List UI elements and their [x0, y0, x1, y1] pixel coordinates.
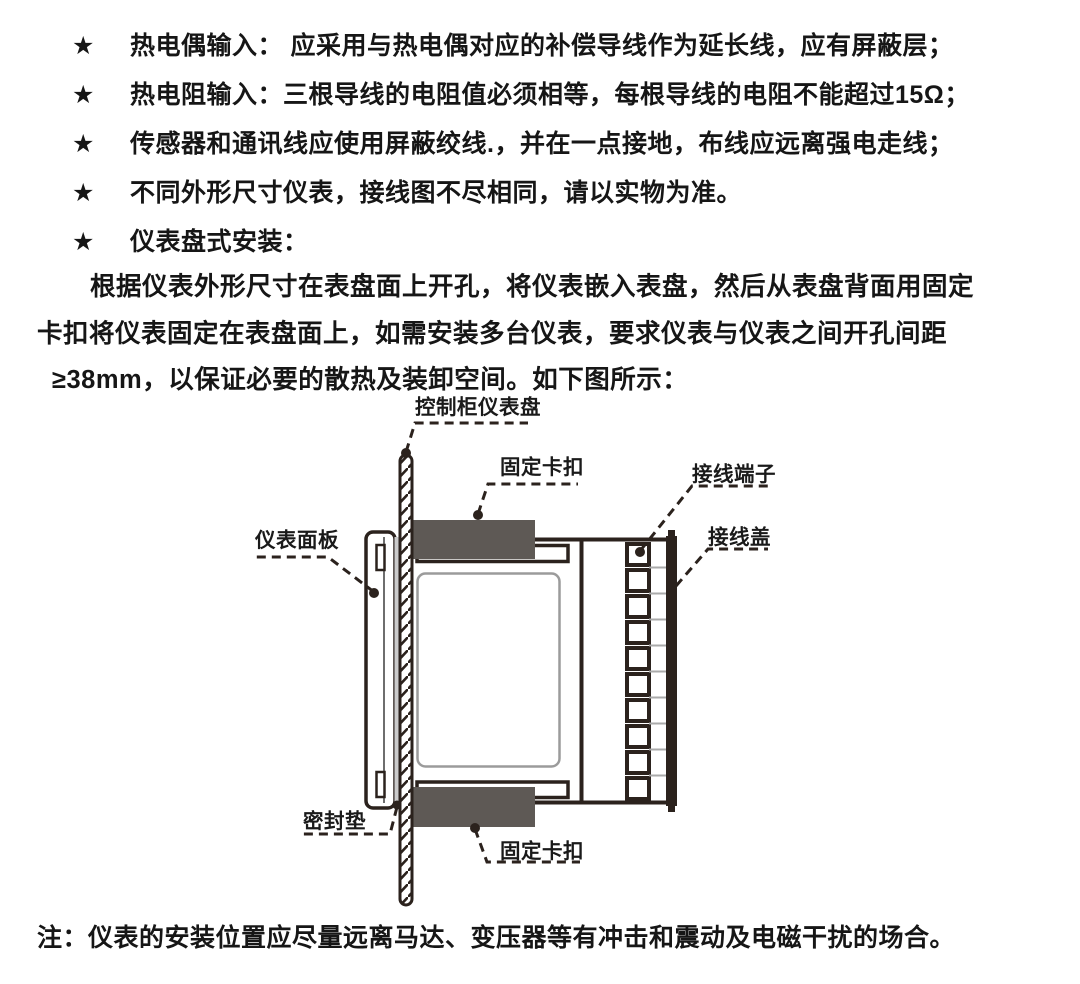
- paragraph-line: ≥38mm，以保证必要的散热及装卸空间。如下图所示：: [52, 366, 689, 394]
- list-item: ★ 不同外形尺寸仪表，接线图不尽相同，请以实物为准。: [72, 180, 1080, 207]
- terminal-block: [625, 542, 666, 801]
- installation-paragraph: 根据仪表外形尺寸在表盘面上开孔，将仪表嵌入表盘，然后从表盘背面用固定 卡扣将仪表…: [37, 264, 1057, 404]
- list-item: ★ 传感器和通讯线应使用屏蔽绞线.，并在一点接地，布线应远离强电走线；: [72, 131, 1080, 158]
- list-item: ★ 热电阻输入：三根导线的电阻值必须相等，每根导线的电阻不能超过15Ω；: [72, 82, 1080, 109]
- notes-list: ★ 热电偶输入： 应采用与热电偶对应的补偿导线作为延长线，应有屏蔽层； ★ 热电…: [0, 33, 1080, 278]
- label-seal-gasket: 密封垫: [303, 809, 366, 833]
- list-item: ★ 仪表盘式安装：: [72, 229, 1080, 256]
- terminal-cover: [666, 530, 677, 812]
- seal-gasket: [394, 537, 400, 804]
- label-terminal-block: 接线端子: [692, 462, 776, 486]
- label-panel-board: 控制柜仪表盘: [415, 395, 541, 419]
- fixing-clamp-top: [412, 520, 535, 559]
- paragraph-line: 根据仪表外形尺寸在表盘面上开孔，将仪表嵌入表盘，然后从表盘背面用固定: [90, 273, 975, 301]
- label-fixing-clamp-top: 固定卡扣: [500, 455, 584, 479]
- star-bullet-icon: ★: [72, 179, 95, 207]
- paragraph-line: 卡扣将仪表固定在表盘面上，如需安装多台仪表，要求仪表与仪表之间开孔间距: [37, 319, 948, 348]
- bottom-note: 注：仪表的安装位置应尽量远离马达、变压器等有冲击和震动及电磁干扰的场合。: [37, 924, 956, 952]
- bullet-text-thermocouple: 热电偶输入： 应采用与热电偶对应的补偿导线作为延长线，应有屏蔽层；: [130, 32, 954, 60]
- bullet-text-rtd: 热电阻输入：三根导线的电阻值必须相等，每根导线的电阻不能超过15Ω；: [130, 81, 970, 109]
- label-terminal-cover: 接线盖: [708, 525, 771, 549]
- star-bullet-icon: ★: [72, 32, 95, 60]
- star-bullet-icon: ★: [72, 81, 95, 109]
- instrument-front-panel: [364, 530, 397, 810]
- list-item: ★ 热电偶输入： 应采用与热电偶对应的补偿导线作为延长线，应有屏蔽层；: [72, 33, 1080, 60]
- panel-board: [398, 453, 414, 907]
- leader-lines: [255, 421, 768, 864]
- star-bullet-icon: ★: [72, 228, 95, 256]
- installation-diagram: 控制柜仪表盘 固定卡扣 接线端子 接线盖 仪表面板 密封垫 固定卡扣: [240, 390, 800, 920]
- bullet-text-wiring-diagram: 不同外形尺寸仪表，接线图不尽相同，请以实物为准。: [130, 179, 743, 207]
- leader-dots: [369, 448, 645, 833]
- label-instrument-front-panel: 仪表面板: [254, 528, 339, 552]
- bullet-text-panel-mount: 仪表盘式安装：: [130, 228, 309, 256]
- star-bullet-icon: ★: [72, 130, 95, 158]
- display-window: [416, 572, 561, 768]
- fixing-clamp-bottom: [412, 787, 535, 827]
- label-fixing-clamp-bottom: 固定卡扣: [500, 839, 584, 863]
- bullet-text-shielded-wire: 传感器和通讯线应使用屏蔽绞线.，并在一点接地，布线应远离强电走线；: [130, 130, 954, 158]
